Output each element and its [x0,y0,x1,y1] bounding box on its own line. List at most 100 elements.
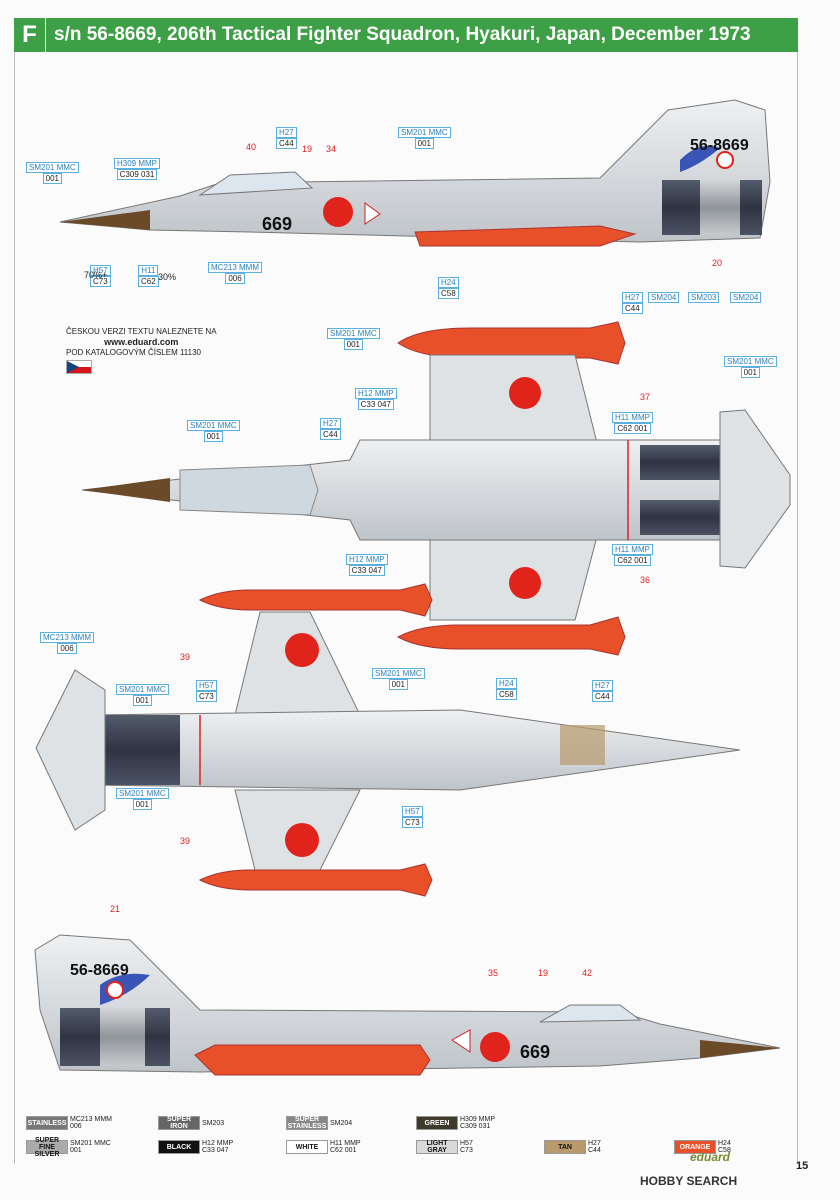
paint-code-primary: H11 MMP [612,544,653,555]
paint-code-primary: H27 [276,127,297,138]
side-view-left: 669 56-8669 [59,99,771,247]
hinomaru-side [323,197,353,227]
paint-code-primary: SM201 MMC [26,162,79,173]
czech-note-line1: ČESKOU VERZI TEXTU NALEZNETE NA [66,327,217,336]
legend-color-name: LIGHT GRAY [416,1140,458,1154]
paint-code-secondary: C58 [438,288,459,299]
top-view [81,354,791,621]
legend-code: C33 047 [202,1147,229,1154]
tip-tank-side [414,225,637,247]
legend-code: SM201 MMC [70,1140,111,1147]
paint-code-secondary: C73 [196,691,217,702]
legend-color-name: STAINLESS [26,1116,68,1130]
tail-code-side: 669 [262,214,292,234]
czech-note: ČESKOU VERZI TEXTU NALEZNETE NA www.edua… [66,327,217,358]
legend-color-name: BLACK [158,1140,200,1154]
paint-code-secondary: 001 [343,339,364,350]
drop-tank-lower [396,616,626,656]
legend-color-name: SUPER FINE SILVER [26,1137,68,1158]
decal-callout-number: 21 [110,904,121,914]
watermark-hobby: HOBBY [640,1174,684,1188]
drop-tank-bottom [198,863,433,897]
paint-code-primary: SM204 [648,292,680,303]
legend-color-name: SUPER STAINLESS [286,1116,328,1130]
paint-code-primary: H57 [402,806,423,817]
paint-code-secondary: C58 [496,689,517,700]
decal-callout-number: 19 [538,968,549,978]
profile-letter: F [14,18,46,52]
czech-flag [66,360,92,374]
paint-code-secondary: 001 [42,173,63,184]
hinomaru-top-wing [509,377,541,409]
paint-code-primary: H27 [320,418,341,429]
paint-code-secondary: 006 [225,273,245,284]
decal-callout-number: 37 [640,392,651,402]
paint-code-primary: MC213 MMM [40,632,95,643]
bottom-view [35,611,741,891]
decal-callout-number: 34 [326,144,337,154]
paint-code-primary: SM204 [730,292,762,303]
page-number: 15 [796,1160,809,1172]
paint-code-secondary: C44 [592,691,613,702]
paint-code-secondary: 001 [414,138,435,149]
paint-code-primary: SM201 MMC [398,127,451,138]
paint-code-secondary: C44 [276,138,297,149]
paint-code-primary: H57 [90,265,111,276]
paint-code-secondary: 001 [740,367,761,378]
czech-note-url[interactable]: www.eduard.com [104,337,179,347]
legend-code: H11 MMP [330,1140,361,1147]
legend-code: C62 001 [330,1147,357,1154]
profile-title: s/n 56-8669, 206th Tactical Fighter Squa… [54,24,751,45]
legend-color-name: TAN [544,1140,586,1154]
legend-code: H24 [718,1140,731,1147]
watermark: HOBBY SEARCH [640,1174,737,1188]
legend-color-name: SUPER IRON [158,1116,200,1130]
paint-code-secondary: C44 [320,429,341,440]
pct-label-a: 70%+ [84,270,108,280]
decal-callout-number: 19 [302,144,313,154]
decal-callout-number: 39 [180,652,191,662]
paint-code-primary: H11 [138,265,159,276]
decal-callout-number: 40 [246,142,257,152]
paint-code-secondary: C33 047 [348,565,385,576]
paint-code-primary: H12 MMP [355,388,397,399]
legend-code: 006 [70,1123,82,1130]
paint-code-secondary: 001 [132,695,153,706]
hinomaru-side-right [480,1032,510,1062]
stabilizer-bottom [35,669,106,831]
paint-code-callout: SM204 [730,292,762,303]
title-banner: F s/n 56-8669, 206th Tactical Fighter Sq… [14,18,798,52]
paint-code-primary: H27 [592,680,613,691]
side-view-right: 669 56-8669 [34,934,781,1076]
legend-code: H309 MMP [460,1116,496,1123]
pct-label-b: 30% [158,272,177,282]
paint-code-primary: SM201 MMC [187,420,240,431]
